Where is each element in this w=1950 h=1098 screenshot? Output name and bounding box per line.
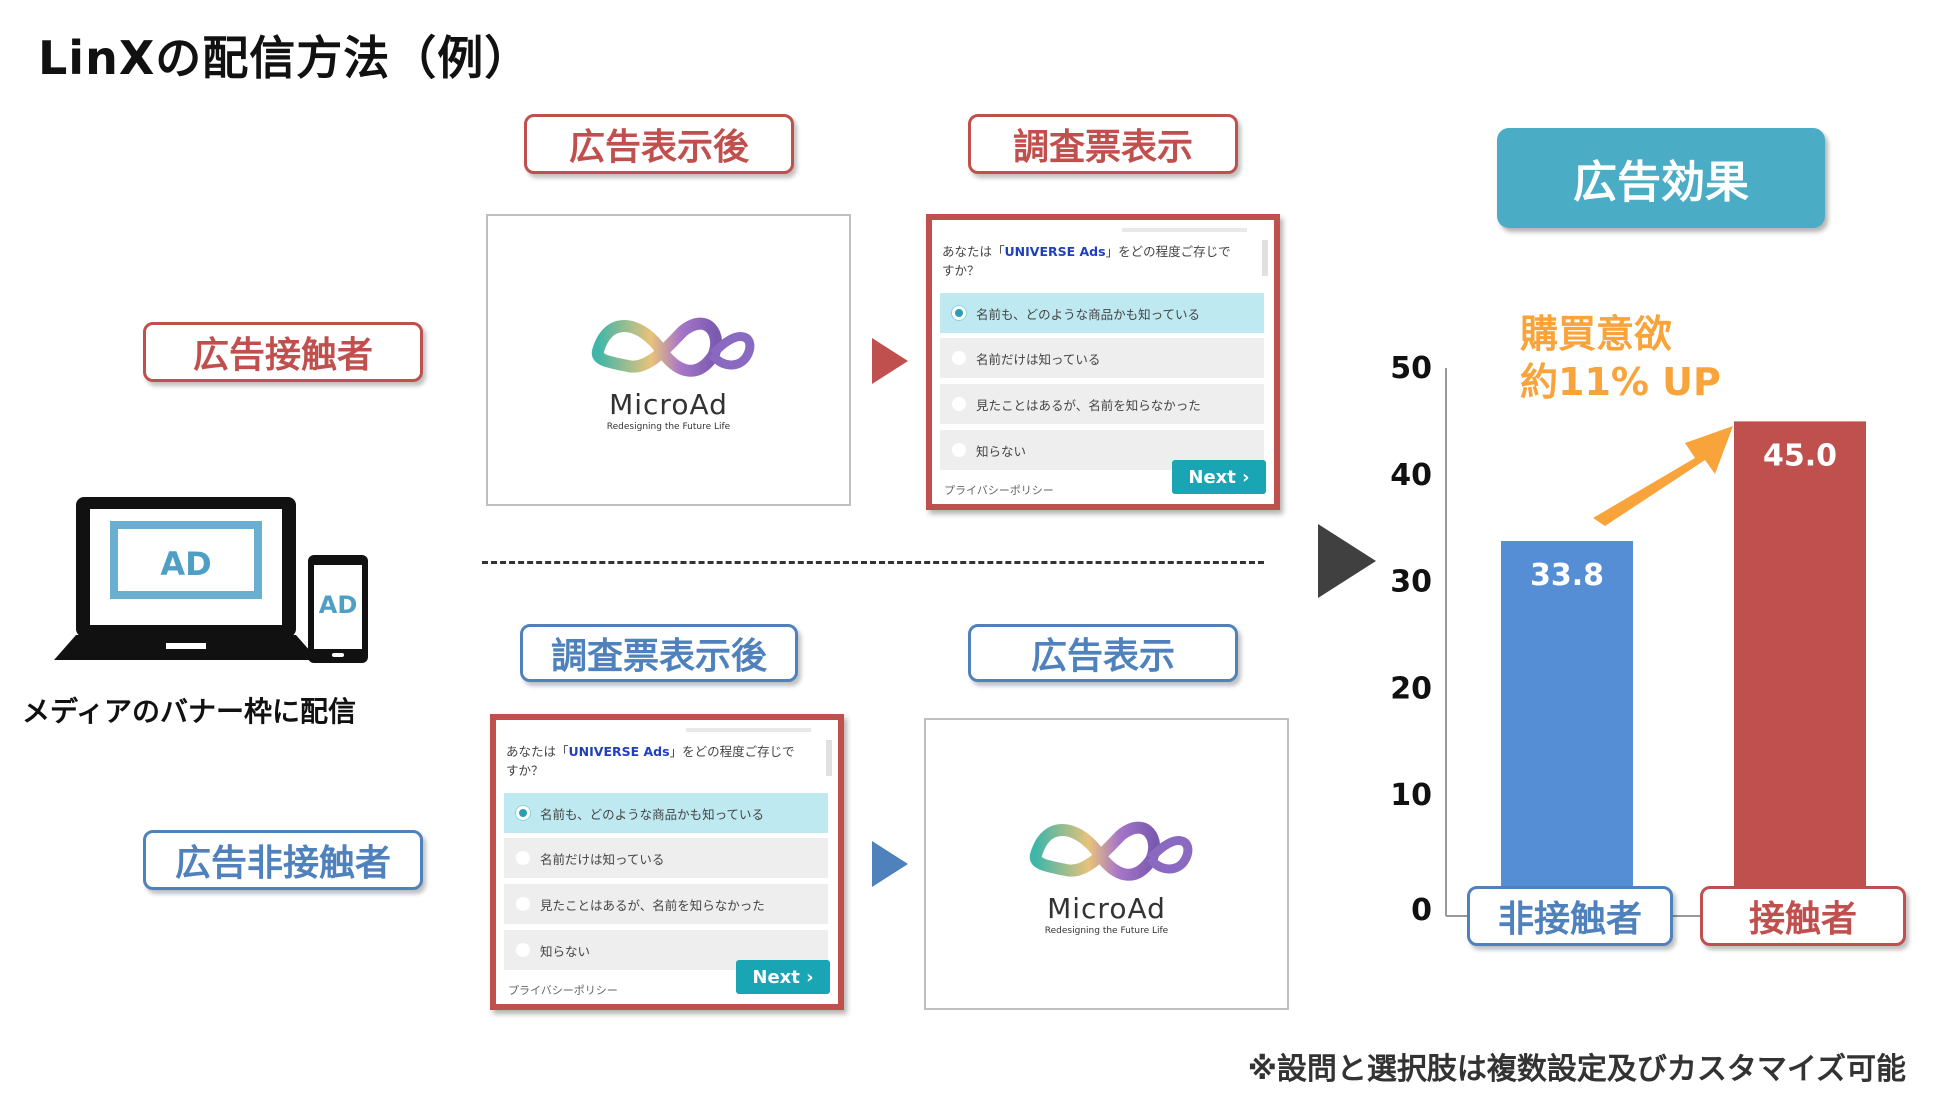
divider-line [482,561,1264,564]
survey-topbar [1122,228,1247,232]
logo-name: MicroAd [1047,892,1166,925]
after-survey-heading: 調査票表示後 [520,624,798,682]
chevron-right-icon: › [1242,466,1250,488]
survey-option[interactable]: 見たことはあるが、名前を知らなかった [940,384,1264,424]
ad-effect-box: 広告効果 [1497,128,1825,228]
bar-chart: 0 10 20 30 40 50 33.8 45.0 [1390,340,1930,960]
radio-selected-icon[interactable] [952,306,966,320]
radio-icon[interactable] [952,351,966,365]
survey-widget-top: あなたは「UNIVERSE Ads」をどの程度ご存じですか？ 名前も、どのような… [926,214,1280,510]
survey-option[interactable]: 名前も、どのような商品かも知っている [940,293,1264,333]
bar-exposed [1734,421,1866,916]
survey-option[interactable]: 見たことはあるが、名前を知らなかった [504,884,828,924]
ad-frame-top: MicroAd Redesigning the Future Life [486,214,851,506]
survey-question: あなたは「UNIVERSE Ads」をどの程度ご存じですか？ [942,242,1242,280]
after-ad-heading: 広告表示後 [524,114,794,174]
uplift-line1: 購買意欲 [1520,312,1673,356]
laptop-and-phone-icon [54,497,368,663]
footnote: ※設問と選択肢は複数設定及びカスタマイズ可能 [1247,1052,1906,1087]
laptop-ad-label: AD [160,545,212,583]
option-label: 見たことはあるが、名前を知らなかった [976,397,1201,413]
ad-frame-bottom: MicroAd Redesigning the Future Life [924,718,1289,1010]
bar-chart-svg: 0 10 20 30 40 50 33.8 45.0 [1390,351,1900,928]
microad-logo-icon [1029,821,1193,881]
exposed-group-label: 広告接触者 [143,322,423,382]
y-tick-label: 20 [1390,671,1432,706]
radio-icon[interactable] [516,851,530,865]
survey-option[interactable]: 名前だけは知っている [504,838,828,878]
category-label-non-exposed: 非接触者 [1467,886,1673,946]
y-tick-label: 10 [1390,778,1432,813]
survey-question: あなたは「UNIVERSE Ads」をどの程度ご存じですか？ [506,742,806,780]
survey-topbar [686,728,811,732]
privacy-link[interactable]: プライバシーポリシー [508,984,618,997]
radio-icon[interactable] [516,943,530,957]
category-label-exposed: 接触者 [1700,886,1906,946]
chevron-right-icon: › [806,966,814,988]
y-tick-label: 0 [1411,893,1432,928]
uplift-line2: 約11% UP [1520,360,1721,404]
media-banner-caption: メディアのバナー枠に配信 [22,695,357,728]
microad-logo-icon [591,317,755,377]
survey-widget-bottom: あなたは「UNIVERSE Ads」をどの程度ご存じですか？ 名前も、どのような… [490,714,844,1010]
option-label: 知らない [540,943,591,959]
arrow-right-red-icon [872,338,908,384]
logo-tagline: Redesigning the Future Life [1044,926,1169,936]
radio-icon[interactable] [516,897,530,911]
y-tick-label: 40 [1390,458,1432,493]
logo-tagline: Redesigning the Future Life [606,422,731,432]
option-label: 知らない [976,443,1027,459]
bar-non-exposed [1501,541,1633,916]
radio-selected-icon[interactable] [516,806,530,820]
y-tick-label: 50 [1390,351,1432,386]
privacy-link[interactable]: プライバシーポリシー [944,484,1054,497]
option-label: 見たことはあるが、名前を知らなかった [540,897,765,913]
next-button[interactable]: Next › [1172,460,1266,494]
option-label: 名前も、どのような商品かも知っている [976,306,1201,322]
question-brand: UNIVERSE Ads [1004,244,1106,259]
bar-value-label: 45.0 [1763,438,1837,473]
option-label: 名前も、どのような商品かも知っている [540,806,765,822]
question-pre: あなたは「 [506,744,569,759]
scrollbar[interactable] [826,740,832,776]
question-pre: あなたは「 [942,244,1005,259]
ad-display-heading: 広告表示 [968,624,1238,682]
option-label: 名前だけは知っている [540,851,665,867]
question-post: 」をどの程度ご存じですか？ [942,244,1231,278]
non-exposed-group-label: 広告非接触者 [143,830,423,890]
page-title: LinXの配信方法（例） [38,31,532,85]
question-brand: UNIVERSE Ads [568,744,670,759]
uplift-arrow-icon [1593,426,1733,526]
scrollbar[interactable] [1262,240,1268,276]
y-tick-label: 30 [1390,565,1432,600]
survey-option[interactable]: 名前も、どのような商品かも知っている [504,793,828,833]
survey-display-heading: 調査票表示 [968,114,1238,174]
radio-icon[interactable] [952,397,966,411]
radio-icon[interactable] [952,443,966,457]
arrow-right-blue-icon [872,841,908,887]
uplift-annotation: 購買意欲 約11% UP [1520,310,1721,406]
next-button[interactable]: Next › [736,960,830,994]
logo-name: MicroAd [609,388,728,421]
bar-value-label: 33.8 [1530,558,1604,593]
survey-option[interactable]: 名前だけは知っている [940,338,1264,378]
question-post: 」をどの程度ご存じですか？ [506,744,795,778]
next-label: Next [1188,466,1236,488]
arrow-right-gray-icon [1318,524,1376,598]
option-label: 名前だけは知っている [976,351,1101,367]
phone-ad-label: AD [318,591,358,619]
next-label: Next [752,966,800,988]
